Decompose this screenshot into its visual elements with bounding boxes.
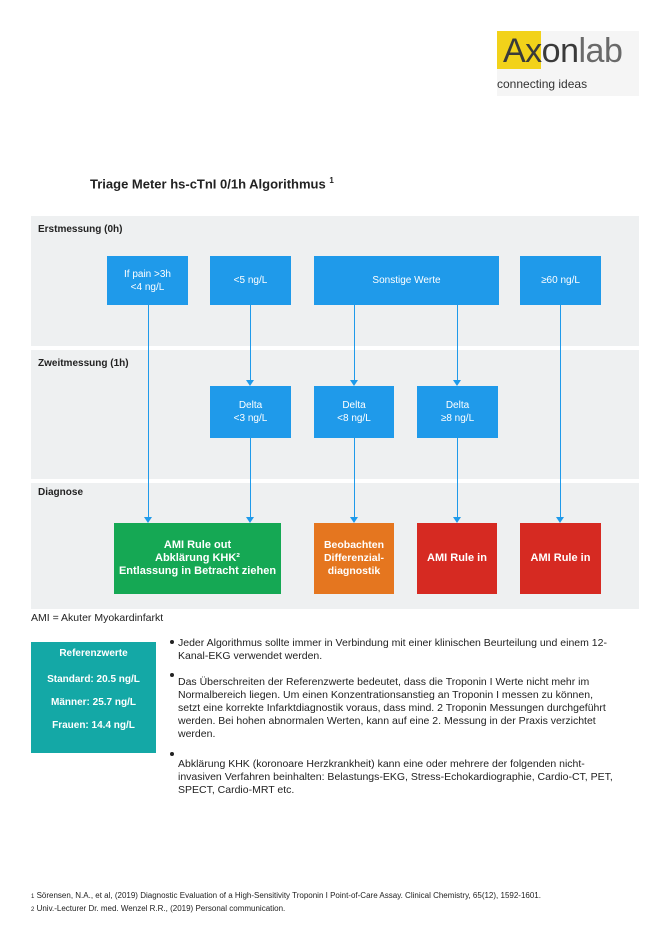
arrow-line-sonstige-delta8 xyxy=(354,305,355,381)
referenzwerte-title: Referenzwerte xyxy=(59,648,128,659)
box-delta-lt3-text: Delta <3 ng/L xyxy=(233,400,268,424)
title-footnote-ref: 1 xyxy=(329,176,334,185)
box-beobachten: Beobachten Differenzial- diagnostik xyxy=(314,523,394,594)
note-bullet-2 xyxy=(170,673,174,677)
note-text-3: Abklärung KHK (koronoare Herzkrankheit) … xyxy=(178,758,613,796)
box-ami-rule-in-1-text: AMI Rule in xyxy=(427,552,487,564)
arrow-head-sonstige-delta8 xyxy=(350,380,358,386)
box-delta-lt8: Delta <8 ng/L xyxy=(314,386,394,438)
ami-abbreviation-note: AMI = Akuter Myokardinfarkt xyxy=(31,612,164,624)
footnote-2-text: Univ.-Lecturer Dr. med. Wenzel R.R., (20… xyxy=(36,904,286,913)
arrow-head-ifpain-ruleout xyxy=(144,517,152,523)
box-ami-rule-in-2: AMI Rule in xyxy=(520,523,601,594)
arrow-line-delta3-ruleout xyxy=(250,438,251,518)
box-ami-rule-in-2-text: AMI Rule in xyxy=(530,552,591,564)
note-text-2: Das Überschreiten der Referenzwerte bede… xyxy=(178,676,606,740)
arrow-head-delta3-ruleout xyxy=(246,517,254,523)
box-sonstige-werte: Sonstige Werte xyxy=(314,256,499,305)
page-title: Triage Meter hs-cTnI 0/1h Algorithmus 1 xyxy=(90,176,334,191)
box-if-pain: If pain >3h <4 ng/L xyxy=(107,256,188,305)
box-delta-ge8: Delta ≥8 ng/L xyxy=(417,386,498,438)
box-ami-rule-in-1: AMI Rule in xyxy=(417,523,497,594)
footnote-1: 1 Sörensen, N.A., et al, (2019) Diagnost… xyxy=(31,891,541,900)
logo-word-main: Axon xyxy=(503,32,579,70)
logo-tagline: connecting ideas xyxy=(497,77,588,91)
referenzwerte-box: Referenzwerte Standard: 20.5 ng/L Männer… xyxy=(31,642,156,753)
box-lt5-text: <5 ng/L xyxy=(233,275,268,286)
box-delta-lt3: Delta <3 ng/L xyxy=(210,386,291,438)
arrow-head-deltage8-rulein xyxy=(453,517,461,523)
arrow-line-delta8-beobachten xyxy=(354,438,355,518)
band-label-zweitmessung: Zweitmessung (1h) xyxy=(38,358,129,369)
axonlab-logo: Axonlab connecting ideas xyxy=(497,31,639,96)
arrow-line-lt5-delta3 xyxy=(250,305,251,381)
box-delta-lt8-text: Delta <8 ng/L xyxy=(337,400,371,424)
referenz-maenner: Männer: 25.7 ng/L xyxy=(50,697,136,708)
arrow-line-ifpain-ruleout xyxy=(148,305,149,518)
footnote-1-num: 1 xyxy=(31,894,35,900)
arrow-head-sonstige-deltage8 xyxy=(453,380,461,386)
arrow-line-sonstige-deltage8 xyxy=(457,305,458,381)
band-label-erstmessung: Erstmessung (0h) xyxy=(38,224,123,235)
logo-yellow-square xyxy=(497,31,541,69)
box-sonstige-werte-text: Sonstige Werte xyxy=(372,275,441,286)
box-lt5: <5 ng/L xyxy=(210,256,291,305)
footnote-2: 2 Univ.-Lecturer Dr. med. Wenzel R.R., (… xyxy=(31,904,285,913)
note-text-1: Jeder Algorithmus sollte immer in Verbin… xyxy=(178,637,607,662)
arrow-head-lt5-delta3 xyxy=(246,380,254,386)
footnote-2-num: 2 xyxy=(31,907,35,913)
band-label-diagnose: Diagnose xyxy=(38,487,84,498)
note-bullet-1 xyxy=(170,640,174,644)
box-ami-rule-out-text: AMI Rule out Abklärung KHK² Entlassung i… xyxy=(118,539,277,577)
referenz-frauen: Frauen: 14.4 ng/L xyxy=(52,720,135,731)
box-ge60-text: ≥60 ng/L xyxy=(541,275,580,286)
arrow-line-deltage8-rulein xyxy=(457,438,458,518)
arrow-head-ge60-rulein xyxy=(556,517,564,523)
arrow-head-delta8-beobachten xyxy=(350,517,358,523)
box-delta-ge8-text: Delta ≥8 ng/L xyxy=(440,400,475,424)
referenz-standard: Standard: 20.5 ng/L xyxy=(47,674,140,685)
logo-word-lab: lab xyxy=(578,32,623,70)
footnote-1-text: Sörensen, N.A., et al, (2019) Diagnostic… xyxy=(36,891,541,900)
box-ami-rule-out: AMI Rule out Abklärung KHK² Entlassung i… xyxy=(114,523,281,594)
note-bullet-3 xyxy=(170,752,174,756)
page-title-text: Triage Meter hs-cTnI 0/1h Algorithmus xyxy=(90,176,326,192)
box-beobachten-text: Beobachten Differenzial- diagnostik xyxy=(323,539,385,577)
box-if-pain-text: If pain >3h <4 ng/L xyxy=(124,268,171,293)
arrow-line-ge60-rulein xyxy=(560,305,561,518)
box-ge60: ≥60 ng/L xyxy=(520,256,601,305)
logo-wordmark: Axonlab xyxy=(503,32,623,70)
